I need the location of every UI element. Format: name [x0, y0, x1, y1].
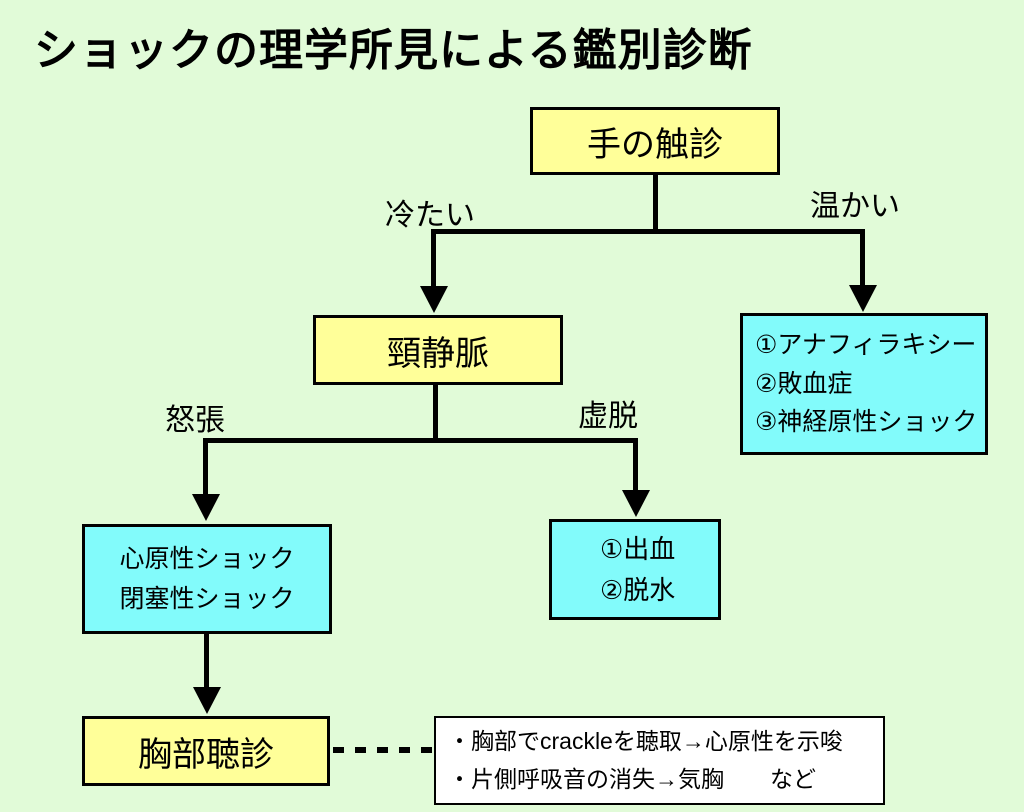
connector-v-hand-to-branch — [653, 175, 658, 233]
connector-h-branch2 — [203, 438, 638, 443]
node-chest-auscultation-label: 胸部聴診 — [138, 735, 274, 774]
arrowhead-to-cardiogenic — [192, 494, 220, 521]
connector-v-collapse — [633, 438, 638, 494]
connector-v-to-auscultation — [204, 634, 209, 690]
arrowhead-to-hemorrhage — [622, 490, 650, 517]
connector-dashed-to-note — [333, 747, 434, 753]
edge-label-warm: 温かい — [810, 190, 900, 223]
edge-label-distension: 怒張 — [165, 404, 225, 437]
page-title: ショックの理学所見による鑑別診断 — [34, 26, 753, 75]
node-jugular-vein: 頸静脈 — [313, 315, 563, 385]
warm-cause-sepsis: ②敗血症 — [755, 369, 853, 398]
arrowhead-to-warm-causes — [849, 285, 877, 312]
edge-label-collapse: 虚脱 — [578, 400, 638, 433]
dehydration-label: ②脱水 — [600, 574, 676, 605]
connector-v-jugular-to-branch — [433, 385, 438, 443]
node-hand-palpation-label: 手の触診 — [587, 125, 723, 164]
node-jugular-vein-label: 頸静脈 — [387, 334, 489, 373]
note-line-crackle: ・胸部でcrackleを聴取→心原性を示唆 — [448, 727, 843, 754]
arrowhead-to-auscultation — [193, 687, 221, 714]
node-warm-causes: ①アナフィラキシー ②敗血症 ③神経原性ショック — [740, 313, 988, 455]
arrowhead-to-jugular — [420, 286, 448, 313]
node-cardiogenic-obstructive: 心原性ショック 閉塞性ショック — [82, 524, 332, 634]
note-line-breath-sound: ・片側呼吸音の消失→気胸 など — [448, 765, 816, 792]
cardiogenic-shock-label: 心原性ショック — [119, 545, 295, 573]
edge-label-cold: 冷たい — [385, 199, 475, 232]
node-hand-palpation: 手の触診 — [530, 107, 780, 175]
node-chest-auscultation: 胸部聴診 — [82, 716, 330, 786]
note-box: ・胸部でcrackleを聴取→心原性を示唆 ・片側呼吸音の消失→気胸 など — [434, 716, 885, 805]
warm-cause-anaphylaxis: ①アナフィラキシー — [755, 330, 977, 359]
node-hemorrhage-dehydration: ①出血 ②脱水 — [549, 519, 721, 620]
warm-cause-neurogenic: ③神経原性ショック — [755, 408, 978, 437]
hemorrhage-label: ①出血 — [600, 534, 676, 565]
connector-h-branch1 — [431, 229, 865, 234]
connector-v-distension — [203, 438, 208, 498]
connector-v-cold — [431, 229, 436, 289]
connector-v-warm — [860, 229, 865, 287]
obstructive-shock-label: 閉塞性ショック — [119, 585, 295, 613]
